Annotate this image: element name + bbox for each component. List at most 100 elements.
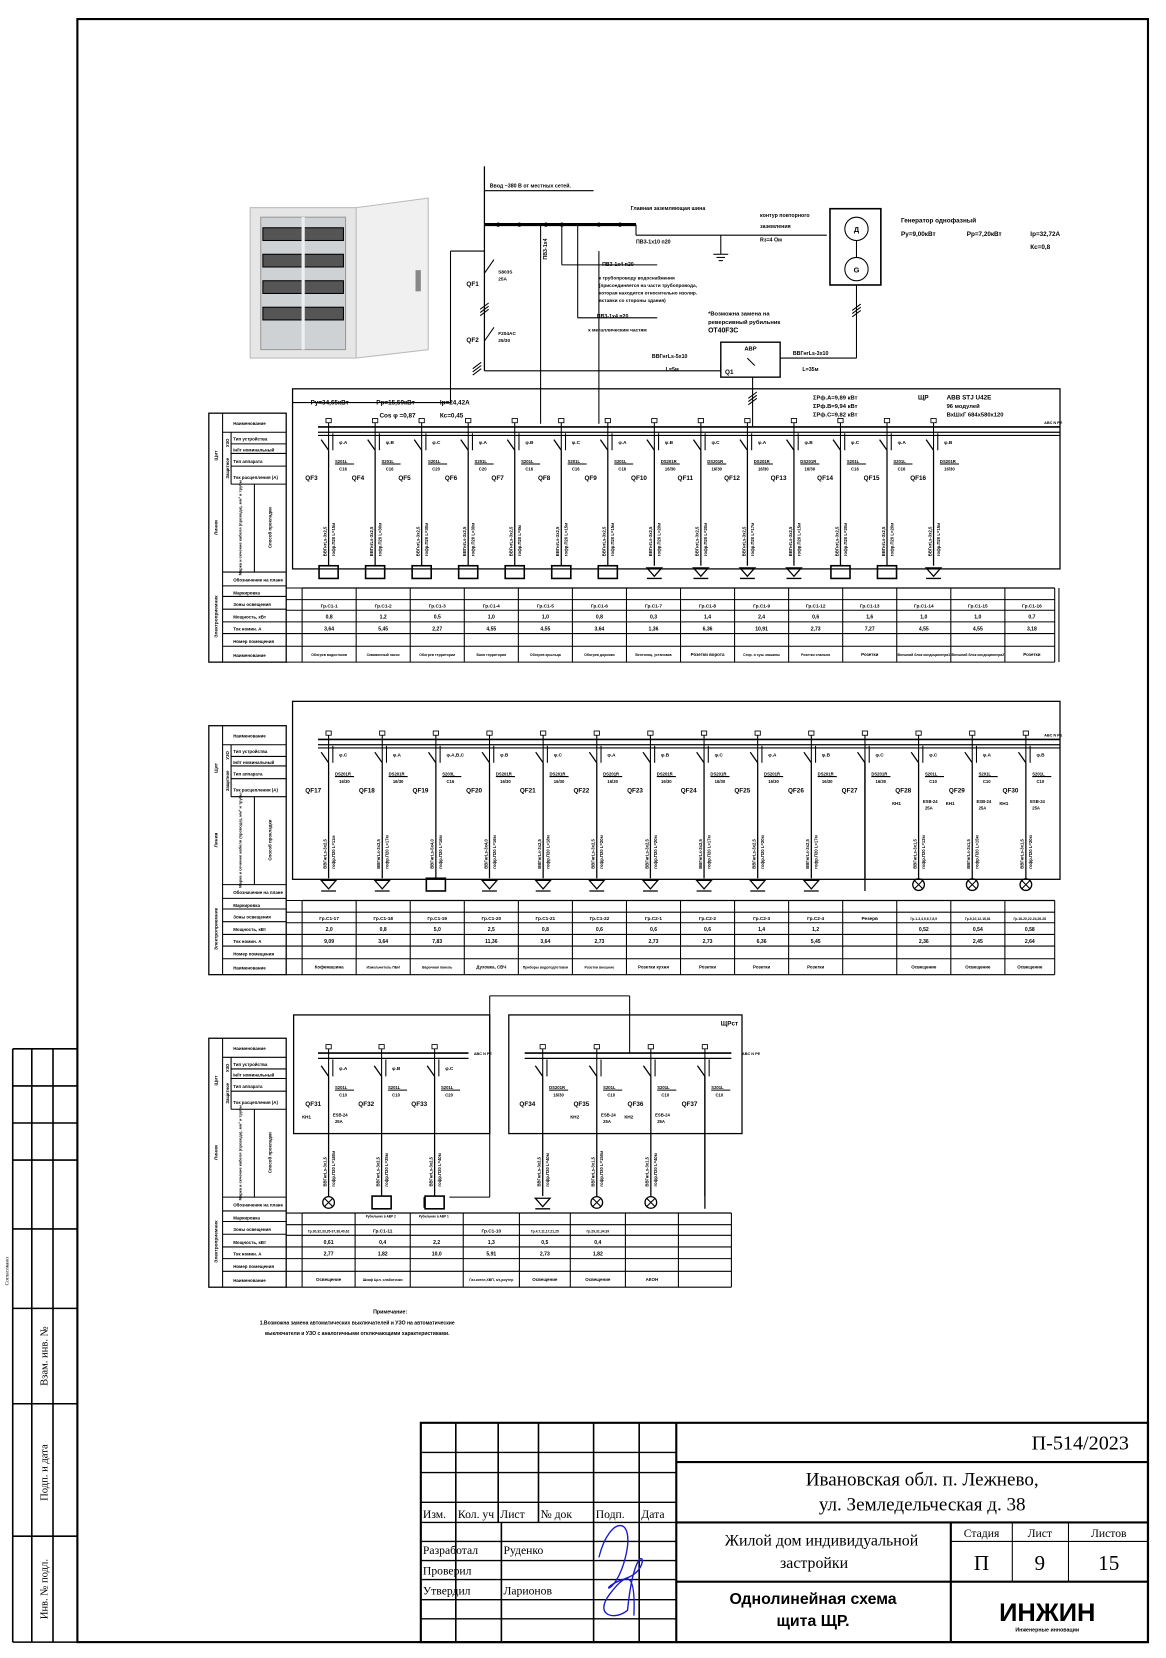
notes-line: выключатели и УЗО с аналогичными отключа… <box>265 1331 450 1337</box>
breaker-designation[interactable]: QF26 <box>788 787 804 794</box>
breaker-designation[interactable]: QF14 <box>817 475 833 482</box>
socket-icon <box>641 879 660 892</box>
breaker-designation[interactable]: QF22 <box>573 787 589 794</box>
zone-cell: Гр.С2-1 <box>645 916 662 922</box>
phase-label: φ.C <box>711 440 720 446</box>
zone-cell: Гр.С1-5 <box>537 604 554 610</box>
panel-shr-st-label: ЩРст <box>721 1021 738 1028</box>
current-cell: 7,83 <box>432 939 442 945</box>
cable-route: гофр.П20 L=40м <box>653 1153 658 1186</box>
header-group-shield: Щит <box>213 1075 219 1086</box>
receiver-name-cell: Освещение <box>1017 964 1043 969</box>
cable-route: гофр.П20 L=17м <box>706 835 711 868</box>
bus-connector <box>431 1044 438 1050</box>
lamp-icon <box>913 880 924 890</box>
breaker-designation[interactable]: QF17 <box>305 787 321 794</box>
breaker-designation[interactable]: QF21 <box>520 787 536 794</box>
power-cell: 0,61 <box>324 1240 334 1246</box>
breaker-designation[interactable]: QF24 <box>681 787 697 794</box>
power-cell: 1,0 <box>488 615 495 621</box>
breaker-rating: C10 <box>339 1093 347 1098</box>
cable-route: гофр.П20 L=20м <box>653 835 658 868</box>
breaker-switch-icon <box>534 1065 544 1077</box>
title-col-header: Подп. <box>596 1508 625 1521</box>
main-bus-label: Главная заземляющая шина <box>631 206 706 212</box>
breaker-rating: 16/30 <box>711 466 722 471</box>
breaker-designation[interactable]: QF23 <box>627 787 643 794</box>
breaker-designation[interactable]: QF13 <box>771 475 787 482</box>
breaker-designation[interactable]: QF37 <box>682 1101 698 1108</box>
breaker-designation[interactable]: QF18 <box>359 787 375 794</box>
breaker-designation[interactable]: QF19 <box>413 787 429 794</box>
breaker-designation[interactable]: QF31 <box>305 1101 321 1108</box>
tick-mark <box>748 391 758 399</box>
cable-mark: ВВГнгLs-3х1,5 <box>322 1156 327 1186</box>
breaker-designation[interactable]: QF16 <box>910 475 926 482</box>
cable-mark: ВВГнгLs-3х1,5 <box>591 1156 596 1186</box>
breaker-type: S201L <box>568 459 581 464</box>
avr-box <box>720 341 781 378</box>
breaker-type: DS201R <box>800 459 816 464</box>
breaker-type: DS201R <box>657 772 673 777</box>
breaker-designation[interactable]: QF33 <box>411 1101 427 1108</box>
socket-icon <box>924 567 943 580</box>
breaker-designation[interactable]: QF4 <box>352 475 365 482</box>
breaker-designation[interactable]: QF35 <box>573 1101 589 1108</box>
signature <box>598 1525 643 1617</box>
zone-cell: Гр.С1-4 <box>483 604 500 610</box>
breaker-designation[interactable]: QF8 <box>538 475 551 482</box>
breaker-designation[interactable]: QF10 <box>631 475 647 482</box>
alt-note: реверсивный рубильник <box>708 319 780 326</box>
zone-cell: Гр.С1-15 <box>968 604 988 610</box>
title-role: Проверил <box>423 1564 472 1577</box>
header-group-rcd: УЗО <box>225 1063 230 1072</box>
breaker-designation[interactable]: QF34 <box>519 1101 535 1108</box>
breaker-designation[interactable]: QF11 <box>678 475 694 482</box>
header-apparatus: Тип аппарата <box>233 459 263 464</box>
breaker-designation[interactable]: QF7 <box>491 475 504 482</box>
bus-connector <box>539 1044 546 1050</box>
breaker-designation[interactable]: QF28 <box>895 787 911 794</box>
header-recv-name: Наименование <box>233 965 266 970</box>
receiver-name-cell: Обогрев водостоков <box>311 653 347 657</box>
receiver-name-cell: Розетки спальня <box>801 653 830 657</box>
breaker-designation[interactable]: QF12 <box>724 475 740 482</box>
zone-cell: Гр.8,10,12-16,81 <box>965 917 991 921</box>
breaker-designation[interactable]: QF20 <box>466 787 482 794</box>
tick-mark <box>851 309 862 318</box>
breaker-designation[interactable]: QF6 <box>445 475 458 482</box>
current-cell: 2,27 <box>432 626 442 632</box>
breaker-designation[interactable]: QF5 <box>398 475 411 482</box>
bus-connector <box>697 418 704 424</box>
breaker-designation[interactable]: QF36 <box>628 1101 644 1108</box>
header-name: Наименование <box>233 733 266 738</box>
title-role: Утвердил <box>423 1584 471 1597</box>
header-cable: Марка и сечение кабеля (провода), мм² и … <box>238 1104 243 1200</box>
power-cell: 0,6 <box>704 927 711 933</box>
breaker-designation[interactable]: QF30 <box>1003 787 1019 794</box>
breaker-rating: 16/30 <box>339 779 350 784</box>
power-cell: 0,6 <box>596 927 603 933</box>
current-cell: 10,0 <box>432 1251 442 1257</box>
breaker-designation[interactable]: QF32 <box>358 1101 374 1108</box>
breaker-designation[interactable]: QF27 <box>842 787 858 794</box>
current-cell: 2,73 <box>649 939 659 945</box>
breaker-designation[interactable]: QF15 <box>864 475 880 482</box>
cable-mark: ВВГнгLs-3х2,5 <box>322 839 327 869</box>
header-current: Ток номин. А <box>233 626 262 631</box>
contactor-label: КН2 <box>570 1115 579 1121</box>
tick-mark <box>472 368 482 376</box>
breaker-designation[interactable]: QF9 <box>584 475 597 482</box>
breaker-designation[interactable]: QF25 <box>734 787 750 794</box>
bus-connector <box>1022 730 1029 736</box>
phase-label: φ.B <box>661 752 670 758</box>
tick-mark <box>748 394 758 402</box>
phase-label: φ.B <box>500 752 509 758</box>
phase-label: φ.C <box>929 752 938 758</box>
zone-cell: Гр.С2-4 <box>807 916 824 922</box>
panel-model: ABB STJ U42E <box>947 394 992 401</box>
pipe-note: к трубопроводу водоснабжения <box>599 275 675 282</box>
breaker-designation[interactable]: QF3 <box>305 475 318 482</box>
drawing-code: П-514/2023 <box>1032 1432 1129 1454</box>
breaker-designation[interactable]: QF29 <box>949 787 965 794</box>
